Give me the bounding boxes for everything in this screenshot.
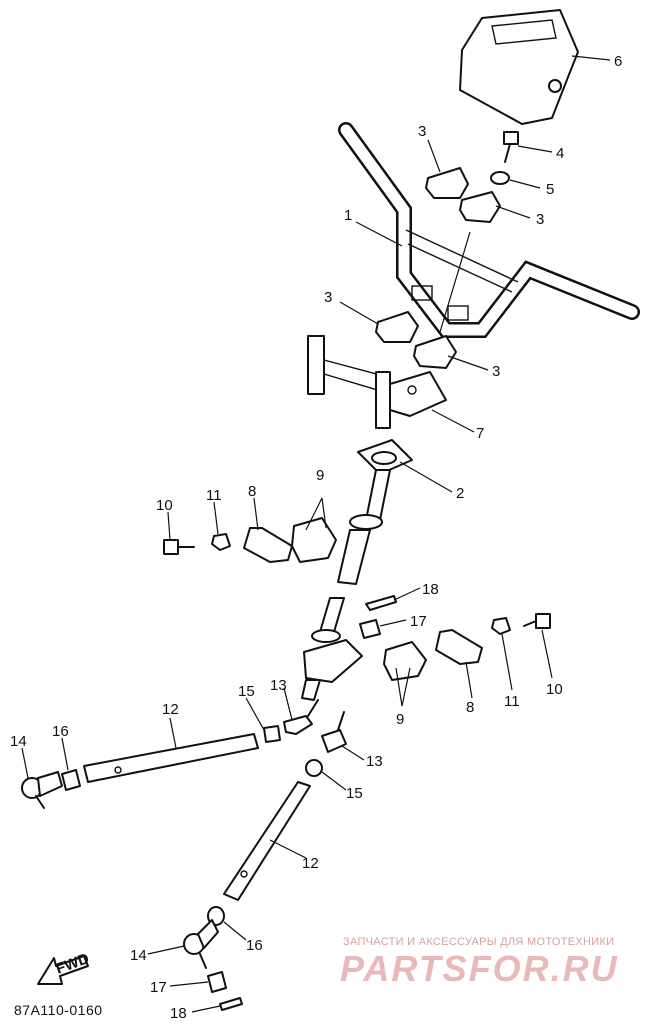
cotter-pin-18-lower [219, 997, 243, 1011]
tie-rod-end-14-left [21, 771, 63, 809]
lock-washer-11-lower [491, 617, 511, 635]
tie-rod-end-13-right [321, 729, 347, 753]
bolt-10-lower [523, 613, 551, 629]
nut-15-center [263, 725, 281, 743]
tie-rod-right [223, 781, 311, 901]
callout-3-c: 3 [324, 289, 332, 306]
watermark-brand: PARTSFOR.RU [340, 948, 619, 989]
callout-15-upper: 15 [238, 683, 255, 700]
callout-2: 2 [456, 485, 464, 502]
lower-holder-left [375, 311, 419, 343]
callout-8-lower: 8 [466, 699, 474, 716]
callout-14-right: 14 [130, 947, 147, 964]
callout-9-upper: 9 [316, 467, 324, 484]
callout-labels: 1 2 3 3 3 3 4 5 6 7 8 8 9 9 10 10 11 11 … [10, 53, 622, 1022]
callout-18-upper: 18 [422, 581, 439, 598]
callout-14-left: 14 [10, 733, 27, 750]
callout-18-lower: 18 [170, 1005, 187, 1022]
lock-washer-11-upper [211, 533, 231, 551]
nut-15-lower [305, 759, 323, 777]
callout-17-upper: 17 [410, 613, 427, 630]
callout-5: 5 [546, 181, 554, 198]
nut-17-upper [359, 619, 381, 639]
callout-7: 7 [476, 425, 484, 442]
callout-16-left: 16 [52, 723, 69, 740]
callout-9-lower: 9 [396, 711, 404, 728]
callout-12-upper: 12 [162, 701, 179, 718]
callout-13-lower: 13 [366, 753, 383, 770]
callout-3-b: 3 [536, 211, 544, 228]
lower-holder-right [413, 335, 457, 369]
cotter-pin-18-upper [365, 595, 397, 611]
tie-rod-end-13-left [283, 715, 313, 735]
watermark-caption: ЗАПЧАСТИ И АКСЕССУАРЫ ДЛЯ МОТОТЕХНИКИ [343, 936, 615, 948]
bushing-9-lower [383, 641, 427, 681]
callout-6: 6 [614, 53, 622, 70]
steering-shaft-upper [337, 439, 413, 585]
locknut-16-left [61, 769, 81, 791]
callout-17-lower: 17 [150, 979, 167, 996]
bolt-10-upper [163, 539, 195, 555]
upper-holder-left [425, 167, 469, 199]
callout-10-upper: 10 [156, 497, 173, 514]
handlebar [338, 122, 640, 338]
callout-11-lower: 11 [504, 693, 520, 710]
callout-10-lower: 10 [546, 681, 563, 698]
leader-lines [21, 55, 611, 1013]
upper-holder-right [459, 191, 501, 223]
washer-5 [490, 171, 510, 185]
upper-bracket [307, 335, 447, 429]
callout-13-upper: 13 [270, 677, 287, 694]
shaft-holder-8-upper [243, 527, 293, 563]
bolt-4 [503, 131, 519, 163]
nut-17-lower [207, 971, 227, 993]
callout-12-lower: 12 [302, 855, 319, 872]
tie-rod-end-14-right [183, 919, 219, 969]
fwd-arrow-icon: FWD [37, 950, 92, 985]
steering-shaft-lower [301, 597, 363, 701]
callout-8-upper: 8 [248, 483, 256, 500]
fwd-arrow-label: FWD [54, 950, 92, 978]
callout-15-lower: 15 [346, 785, 363, 802]
diagram-code: 87A110-0160 [14, 1002, 103, 1018]
shaft-holder-8-lower [435, 629, 483, 665]
callout-3-a: 3 [418, 123, 426, 140]
callout-16-right: 16 [246, 937, 263, 954]
handlebar-cover [459, 9, 579, 125]
callout-1: 1 [344, 207, 352, 224]
bushing-9-upper [291, 517, 337, 563]
callout-3-d: 3 [492, 363, 500, 380]
callout-11-upper: 11 [206, 487, 222, 504]
callout-4: 4 [556, 145, 564, 162]
tie-rod-left [83, 733, 259, 783]
